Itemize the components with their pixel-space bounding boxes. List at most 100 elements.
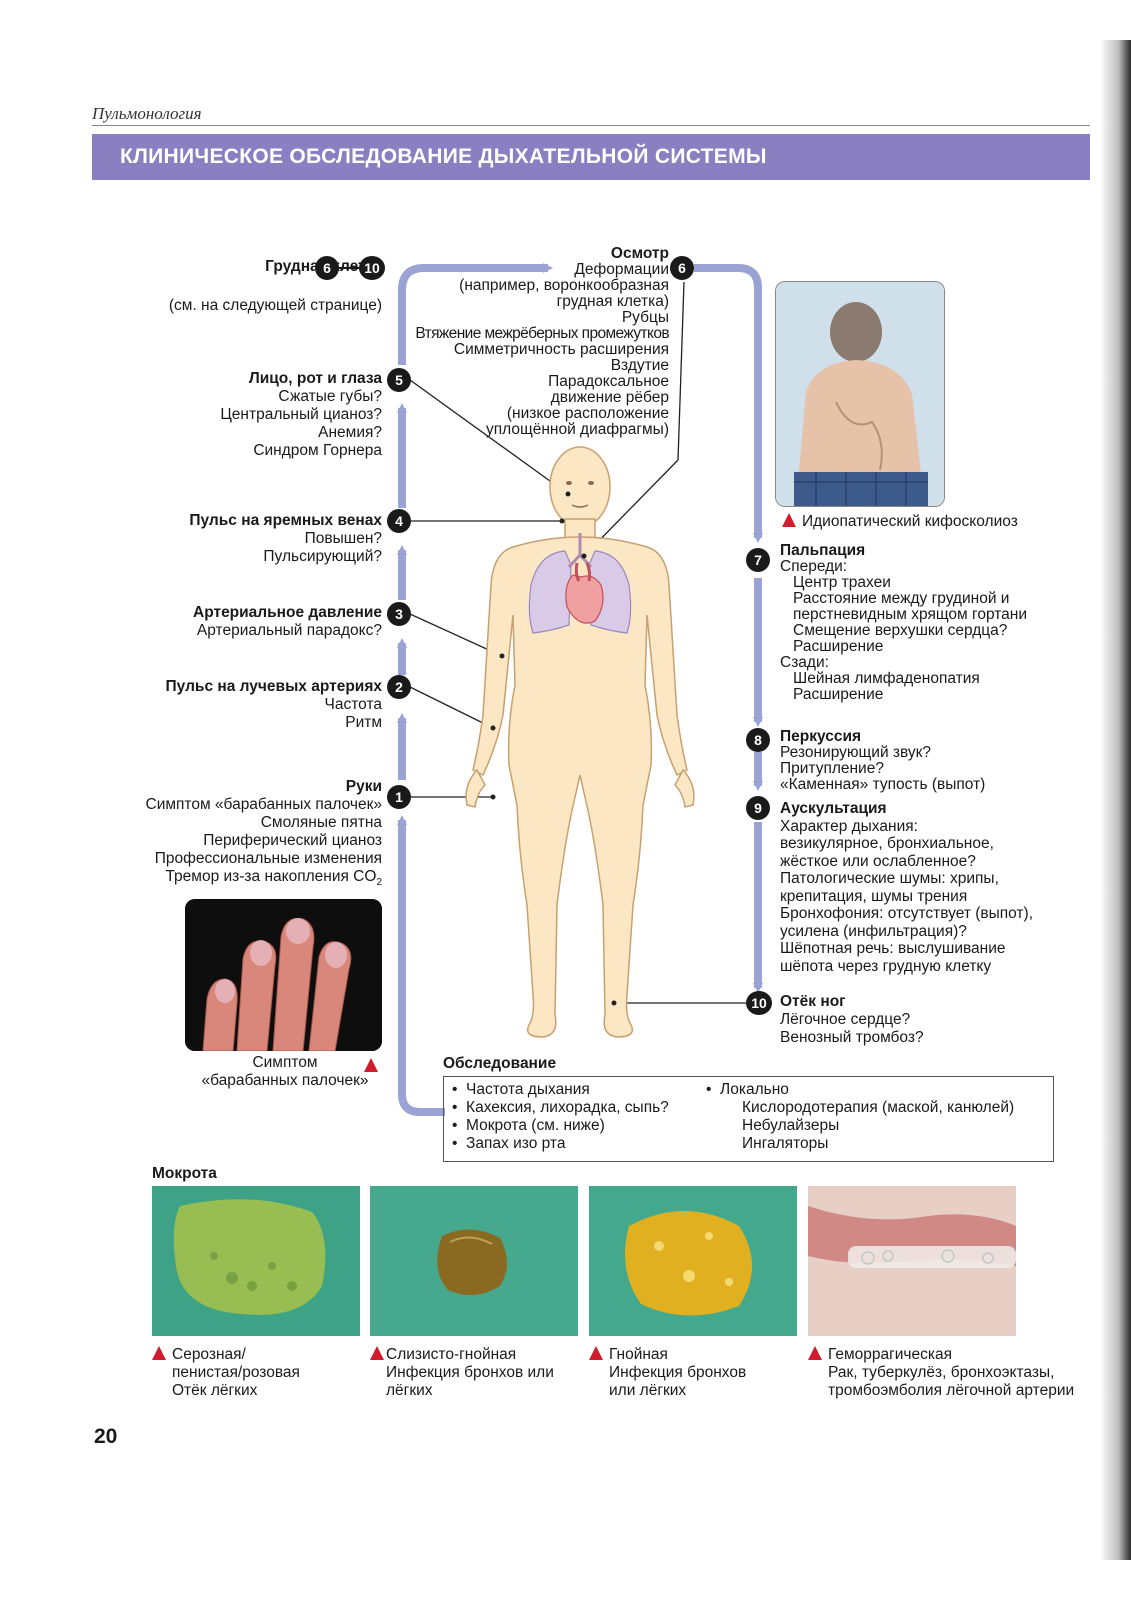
legs-section: Отёк ног Лёгочное сердце? Венозный тромб… bbox=[780, 993, 1100, 1047]
caption-marker-icon bbox=[808, 1346, 822, 1360]
badge-5: 5 bbox=[387, 368, 411, 392]
flow-arrow-left-top bbox=[398, 263, 553, 365]
sputum-photo-mucopurulent bbox=[370, 1186, 578, 1336]
hands-line-last: Тремор из-за накопления CO2 bbox=[165, 868, 382, 889]
auscultation-line: жёсткое или ослабленное? bbox=[780, 852, 976, 870]
badge-6-inspection: 6 bbox=[670, 256, 694, 280]
sputum-hemorrhagic-illustration bbox=[808, 1186, 1016, 1336]
radial-section: Пульс на лучевых артериях Частота Ритм bbox=[102, 678, 382, 732]
sputum-photo-hemorrhagic bbox=[808, 1186, 1016, 1336]
percussion-line: «Каменная» тупость (выпот) bbox=[780, 776, 986, 793]
sputum-caption-line: пенистая/розовая bbox=[172, 1364, 300, 1381]
exam-item: Небулайзеры bbox=[742, 1117, 840, 1134]
sputum-photo-purulent bbox=[589, 1186, 797, 1336]
hands-line: Симптом «барабанных палочек» bbox=[145, 796, 382, 813]
clubbing-caption: Симптом «барабанных палочек» bbox=[200, 1054, 370, 1090]
auscultation-line: Бронхофония: отсутствует (выпот), bbox=[780, 905, 1034, 922]
auscultation-title: Аускультация bbox=[780, 800, 887, 817]
hands-section: Руки Симптом «барабанных палочек» Смолян… bbox=[82, 778, 382, 892]
palpation-item: Расстояние между грудиной и bbox=[793, 590, 1010, 607]
inspection-title: Осмотр bbox=[610, 245, 669, 262]
hands-line: Профессиональные изменения bbox=[154, 850, 382, 867]
flow-arrow-right-top bbox=[694, 264, 763, 543]
clubbing-caption-line: «барабанных палочек» bbox=[201, 1072, 369, 1089]
caption-marker-icon bbox=[589, 1346, 603, 1360]
badge-10-right: 10 bbox=[746, 991, 772, 1015]
caption-marker-icon bbox=[152, 1346, 166, 1360]
sputum-caption-line: Слизисто-гнойная bbox=[370, 1346, 554, 1364]
face-line: Синдром Горнера bbox=[253, 442, 382, 459]
sputum-caption-mucopurulent: Слизисто-гнойная Инфекция бронхов или лё… bbox=[370, 1346, 554, 1400]
bp-line: Артериальный парадокс? bbox=[196, 622, 382, 639]
sputum-mucopurulent-illustration bbox=[370, 1186, 578, 1336]
percussion-line: Резонирующий звук? bbox=[780, 744, 932, 761]
inspection-line: Парадоксальное bbox=[548, 373, 669, 390]
badge-6-left: 6 bbox=[315, 256, 339, 280]
sputum-caption-purulent: Гнойная Инфекция бронхов или лёгких bbox=[589, 1346, 746, 1400]
badge-2: 2 bbox=[387, 675, 411, 699]
face-title: Лицо, рот и глаза bbox=[248, 370, 382, 387]
bp-title: Артериальное давление bbox=[193, 604, 382, 621]
page-number: 20 bbox=[94, 1425, 118, 1448]
exam-col2-head: • Локально bbox=[706, 1081, 789, 1098]
exam-box: • Частота дыхания • Кахексия, лихорадка,… bbox=[443, 1076, 1054, 1162]
auscultation-line: крепитация, шумы трения bbox=[780, 887, 968, 905]
page-title: КЛИНИЧЕСКОЕ ОБСЛЕДОВАНИЕ ДЫХАТЕЛЬНОЙ СИС… bbox=[92, 134, 1090, 180]
sputum-purulent-illustration bbox=[589, 1186, 797, 1336]
sputum-caption-line: Отёк лёгких bbox=[172, 1382, 258, 1399]
inspection-section: Осмотр Деформации (например, воронкообра… bbox=[349, 246, 669, 438]
human-body-illustration bbox=[465, 446, 695, 1038]
face-line: Сжатые губы? bbox=[278, 388, 382, 405]
inspection-line: движение рёбер bbox=[550, 389, 669, 406]
hands-line: Смоляные пятна bbox=[260, 814, 382, 831]
percussion-line: Притупление? bbox=[780, 760, 884, 777]
sputum-caption-line: Гнойная bbox=[589, 1346, 746, 1364]
sputum-caption-line: Рак, туберкулёз, бронхоэктазы, bbox=[828, 1364, 1055, 1381]
badge-connector bbox=[339, 267, 361, 269]
percussion-section: Перкуссия Резонирующий звук? Притупление… bbox=[780, 729, 1100, 793]
clubbing-caption-line: Симптом bbox=[252, 1054, 318, 1071]
jvp-section: Пульс на яремных венах Повышен? Пульсиру… bbox=[102, 512, 382, 566]
face-line: Центральный цианоз? bbox=[220, 406, 382, 423]
inspection-line: Деформации bbox=[574, 261, 669, 278]
auscultation-line: усилена (инфильтрация)? bbox=[780, 922, 967, 940]
inspection-line: Втяжение межрёберных промежутков bbox=[415, 325, 669, 342]
sputum-caption-line: Инфекция бронхов или bbox=[386, 1364, 554, 1381]
palpation-item: перстневидным хрящом гортани bbox=[793, 606, 1027, 623]
auscultation-line: везикулярное, бронхиальное, bbox=[780, 835, 994, 852]
jvp-title: Пульс на яремных венах bbox=[189, 512, 382, 529]
inspection-line: Вздутие bbox=[610, 357, 669, 374]
inspection-line: (низкое расположение bbox=[506, 405, 669, 422]
legs-line: Лёгочное сердце? bbox=[780, 1011, 911, 1028]
inspection-line: грудная клетка) bbox=[556, 293, 669, 310]
header-rule bbox=[92, 125, 1090, 126]
fingers-illustration bbox=[185, 899, 382, 1051]
badge-1: 1 bbox=[387, 785, 411, 809]
badge-10-left: 10 bbox=[359, 256, 385, 280]
inspection-line: уплощённой диафрагмы) bbox=[486, 421, 669, 438]
auscultation-line: Патологические шумы: хрипы, bbox=[780, 870, 999, 887]
legs-title: Отёк ног bbox=[780, 993, 846, 1010]
inspection-line: (например, воронкообразная bbox=[459, 277, 669, 294]
exam-col1: • Частота дыхания • Кахексия, лихорадка,… bbox=[452, 1081, 669, 1153]
face-line: Анемия? bbox=[318, 424, 382, 441]
radial-line: Ритм bbox=[345, 714, 382, 731]
caption-marker-icon bbox=[364, 1058, 384, 1076]
sputum-caption-line: Серозная/ bbox=[152, 1346, 300, 1364]
flow-arrow-left-bottom bbox=[397, 815, 445, 1116]
clubbing-photo bbox=[185, 899, 382, 1051]
exam-item: • Частота дыхания bbox=[452, 1081, 590, 1098]
exam-col2: • Локально Кислородотерапия (маской, кан… bbox=[706, 1081, 1014, 1153]
patient-back-illustration bbox=[776, 282, 944, 506]
palpation-back: Сзади: bbox=[780, 654, 829, 671]
bp-section: Артериальное давление Артериальный парад… bbox=[102, 604, 382, 640]
palpation-item: Расширение bbox=[793, 686, 884, 703]
palpation-front: Спереди: bbox=[780, 558, 848, 575]
palpation-title: Пальпация bbox=[780, 542, 866, 559]
palpation-item: Центр трахеи bbox=[793, 574, 891, 591]
exam-item: Кислородотерапия (маской, канюлей) bbox=[742, 1099, 1015, 1116]
page-title-text: КЛИНИЧЕСКОЕ ОБСЛЕДОВАНИЕ ДЫХАТЕЛЬНОЙ СИС… bbox=[120, 145, 767, 168]
sputum-serous-illustration bbox=[152, 1186, 360, 1336]
hands-title: Руки bbox=[345, 778, 382, 795]
badge-3: 3 bbox=[387, 602, 411, 626]
